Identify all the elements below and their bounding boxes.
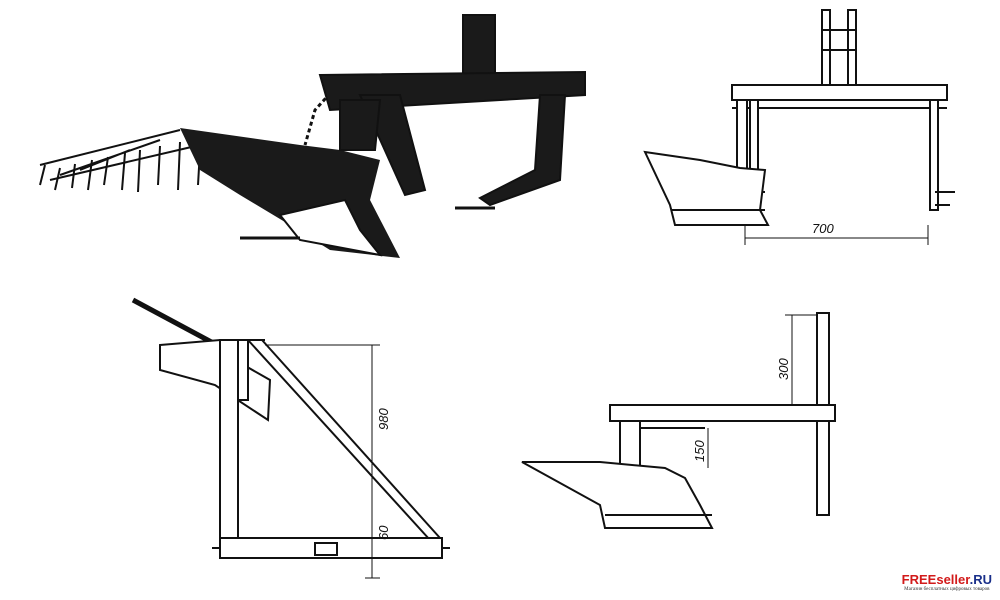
- frame: [318, 14, 586, 207]
- side-view: [131, 297, 450, 579]
- dimension-700: 700: [812, 221, 834, 236]
- watermark-subtitle: Магазин бесплатных цифровых товаров: [904, 587, 990, 592]
- dimension-60: 60: [376, 525, 391, 540]
- watermark-brand: FREEseller: [901, 572, 970, 587]
- watermark: FREEseller.RU Магазин бесплатных цифровы…: [902, 572, 992, 592]
- plow-share: [278, 198, 383, 257]
- dimension-300: 300: [776, 358, 791, 380]
- dimension-150: 150: [692, 440, 707, 462]
- profile-moldboard: [521, 461, 714, 529]
- watermark-domain: .RU: [969, 572, 992, 587]
- dimension-line-980: [265, 344, 380, 579]
- plow-sketch: [39, 14, 586, 258]
- profile-view: [521, 312, 836, 529]
- dimension-line-700: [744, 225, 929, 245]
- dimension-line-300: [785, 314, 817, 405]
- harrow: [39, 129, 201, 193]
- front-view: [643, 9, 955, 245]
- dimension-980: 980: [376, 408, 391, 430]
